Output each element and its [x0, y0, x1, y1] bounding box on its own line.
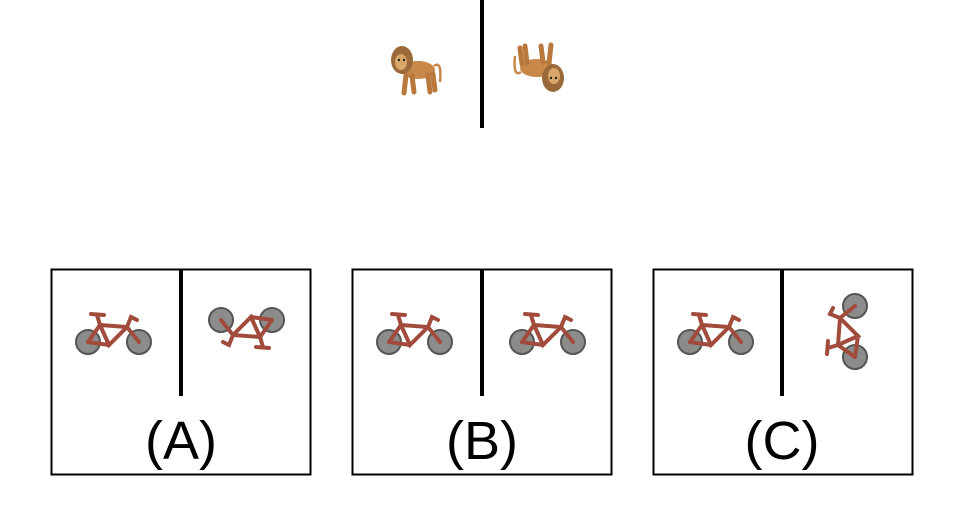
example-pair — [391, 0, 564, 128]
lion-standing-icon — [391, 46, 440, 93]
option-a[interactable]: (A) — [50, 268, 312, 476]
option-c[interactable]: (C) — [652, 268, 914, 476]
lion-flipped-icon — [515, 45, 564, 92]
option-b-label: (B) — [446, 411, 518, 471]
option-b[interactable]: (B) — [351, 268, 613, 476]
option-a-label: (A) — [145, 411, 217, 471]
option-c-label: (C) — [745, 411, 820, 471]
